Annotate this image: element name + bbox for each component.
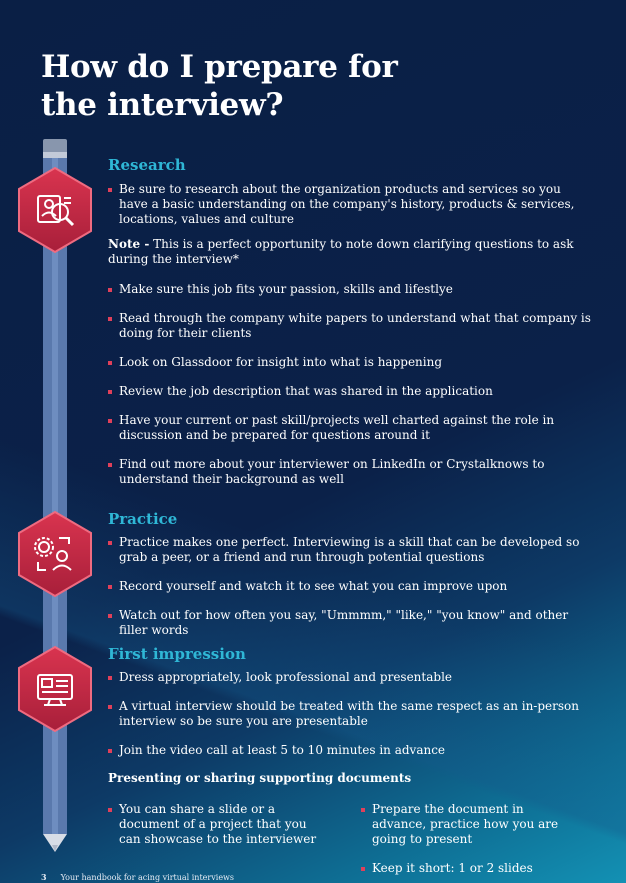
practice-hexagon xyxy=(16,510,94,598)
list-item: Review the job description that was shar… xyxy=(108,384,593,399)
list-item: Make sure this job fits your passion, sk… xyxy=(108,282,593,297)
list-item: Watch out for how often you say, "Ummmm,… xyxy=(108,608,593,638)
research-heading: Research xyxy=(108,156,186,174)
list-item: Join the video call at least 5 to 10 min… xyxy=(108,743,593,758)
page-footer: 3 Your handbook for acing virtual intervi… xyxy=(41,872,234,882)
page-title: How do I prepare for the interview? xyxy=(41,49,398,123)
list-item: Prepare the document in advance, practic… xyxy=(361,802,581,847)
list-item: Look on Glassdoor for insight into what … xyxy=(108,355,593,370)
first-impression-hexagon xyxy=(16,645,94,733)
list-item: A virtual interview should be treated wi… xyxy=(108,699,593,729)
research-note: Note - This is a perfect opportunity to … xyxy=(108,237,578,267)
research-first-list: Be sure to research about the organizati… xyxy=(108,182,593,227)
list-item: You can share a slide or a document of a… xyxy=(108,802,328,847)
pencil-lead xyxy=(52,845,58,851)
list-item: Practice makes one perfect. Interviewing… xyxy=(108,535,593,565)
pencil-tip xyxy=(43,834,67,852)
gear-person-icon xyxy=(34,537,72,571)
pencil-eraser xyxy=(43,139,67,155)
list-item: Read through the company white papers to… xyxy=(108,311,593,341)
first-impression-list: Dress appropriately, look professional a… xyxy=(108,670,593,758)
documents-right-list: Prepare the document in advance, practic… xyxy=(361,802,581,876)
first-impression-heading: First impression xyxy=(108,645,246,663)
research-hexagon xyxy=(16,166,94,254)
note-label: Note - xyxy=(108,237,150,251)
footer-text: Your handbook for acing virtual intervie… xyxy=(60,873,234,882)
practice-heading: Practice xyxy=(108,510,178,528)
magnifier-profile-icon xyxy=(37,195,75,227)
note-text: This is a perfect opportunity to note do… xyxy=(108,237,574,266)
documents-left-list: You can share a slide or a document of a… xyxy=(108,802,328,847)
list-item: Have your current or past skill/projects… xyxy=(108,413,593,443)
practice-list: Practice makes one perfect. Interviewing… xyxy=(108,535,593,638)
computer-screen-icon xyxy=(37,674,73,706)
list-item: Keep it short: 1 or 2 slides xyxy=(361,861,581,876)
pencil-band xyxy=(43,152,67,158)
list-item: Record yourself and watch it to see what… xyxy=(108,579,593,594)
list-item: Be sure to research about the organizati… xyxy=(108,182,593,227)
list-item: Find out more about your interviewer on … xyxy=(108,457,593,487)
page-number: 3 xyxy=(41,872,47,882)
documents-heading: Presenting or sharing supporting documen… xyxy=(108,771,412,785)
list-item: Dress appropriately, look professional a… xyxy=(108,670,593,685)
research-list: Make sure this job fits your passion, sk… xyxy=(108,282,593,487)
